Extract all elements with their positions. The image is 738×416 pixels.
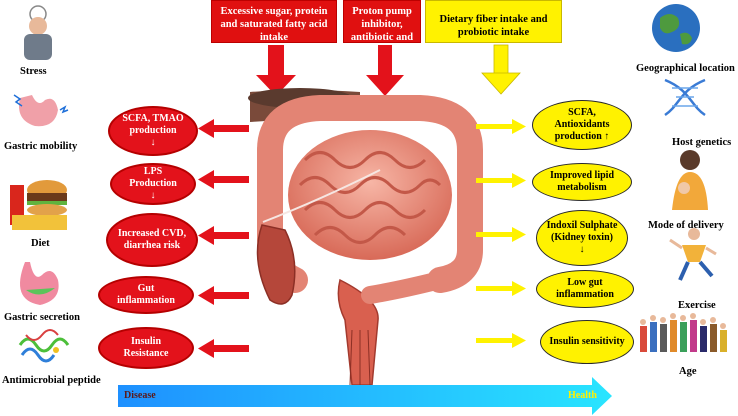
fast-food-icon <box>10 180 67 230</box>
oval-cvd: Increased CVD, diarrhea risk <box>106 213 198 267</box>
oval-insulin-resistance-text: Insulin Resistance <box>123 336 169 359</box>
label-host-genetics: Host genetics <box>672 137 732 148</box>
oval-scfa-tmao-text: SCFA, TMAO production <box>122 113 184 136</box>
red-arrow-3 <box>198 226 249 245</box>
gut-illustration <box>248 88 483 386</box>
label-exercise: Exercise <box>678 300 716 311</box>
stomach-secretion-icon <box>20 262 59 305</box>
oval-indoxil-sulphate-text: Indoxil Sulphate (Kidney toxin) <box>546 220 618 243</box>
dna-icon <box>664 78 706 117</box>
oval-scfa-antioxidants: SCFA, Antioxidants production ↑ <box>532 100 632 150</box>
age-people-icon <box>640 313 727 352</box>
oval-cvd-text: Increased CVD, diarrhea risk <box>117 228 187 251</box>
stomach-mobility-icon <box>13 94 69 127</box>
oval-lps: LPS Production ↓ <box>110 163 196 205</box>
exercise-icon <box>669 228 717 281</box>
oval-lps-arrow: ↓ <box>150 190 156 201</box>
label-diet: Diet <box>31 238 50 249</box>
peptide-icon <box>18 329 70 363</box>
yellow-arrow-3 <box>476 227 526 242</box>
oval-lps-text: LPS Production <box>129 166 177 189</box>
label-gastric-mobility: Gastric mobility <box>4 141 78 152</box>
mother-baby-icon <box>672 150 708 210</box>
oval-gut-inflammation: Gut inflammation <box>98 276 194 314</box>
down-arrow-fiber <box>481 44 521 95</box>
bar-label-health: Health <box>568 390 597 401</box>
oval-insulin-resistance: Insulin Resistance <box>98 327 194 369</box>
down-arrow-ppi <box>366 45 404 96</box>
oval-scfa-tmao-arrow: ↓ <box>150 137 156 148</box>
oval-insulin-sensitivity: Insulin sensitivity <box>540 320 634 364</box>
label-geographical-location: Geographical location <box>636 63 735 74</box>
yellow-arrow-5 <box>476 333 526 348</box>
bar-label-disease: Disease <box>124 390 156 401</box>
label-gastric-secretion: Gastric secretion <box>4 312 80 323</box>
top-box-fiber: Dietary fiber intake and probiotic intak… <box>425 0 562 43</box>
label-stress: Stress <box>20 66 47 77</box>
label-age: Age <box>679 366 697 377</box>
oval-lipid-metabolism-text: Improved lipid metabolism <box>550 170 614 193</box>
oval-gut-inflammation-text: Gut inflammation <box>117 283 175 306</box>
down-arrow-sugar <box>256 45 296 96</box>
stress-icon <box>24 5 52 60</box>
yellow-arrow-1 <box>476 119 526 134</box>
yellow-arrow-4 <box>476 281 526 296</box>
globe-icon <box>652 4 700 52</box>
oval-indoxil-sulphate: Indoxil Sulphate (Kidney toxin) ↓ <box>536 210 628 266</box>
oval-scfa-tmao: SCFA, TMAO production ↓ <box>108 106 198 156</box>
oval-indoxil-sulphate-arrow: ↓ <box>579 244 585 255</box>
label-mode-of-delivery: Mode of delivery <box>648 220 724 231</box>
red-arrow-4 <box>198 286 249 305</box>
red-arrow-5 <box>198 339 249 358</box>
top-box-sugar: Excessive sugar, protein and saturated f… <box>211 0 337 43</box>
oval-lipid-metabolism: Improved lipid metabolism <box>532 163 632 201</box>
red-arrow-1 <box>198 119 249 138</box>
oval-low-gut-inflammation-text: Low gut inflammation <box>556 277 614 300</box>
oval-low-gut-inflammation: Low gut inflammation <box>536 270 634 308</box>
label-antimicrobial-peptide: Antimicrobial peptide <box>2 375 101 386</box>
red-arrow-2 <box>198 170 249 189</box>
yellow-arrow-2 <box>476 173 526 188</box>
disease-health-bar <box>118 377 612 415</box>
oval-insulin-sensitivity-text: Insulin sensitivity <box>549 336 625 347</box>
oval-scfa-antioxidants-text: SCFA, Antioxidants production ↑ <box>554 107 610 142</box>
